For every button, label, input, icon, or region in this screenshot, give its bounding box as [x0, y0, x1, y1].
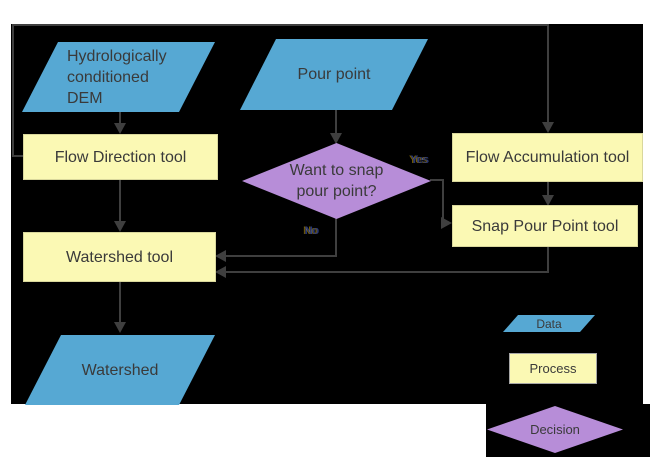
connector-no-seg1 [335, 217, 337, 257]
arrowhead-no-into-watershedtool [215, 250, 226, 262]
node-flow-accumulation-label: Flow Accumulation tool [465, 149, 630, 166]
node-snap-pour-point-tool: Snap Pour Point tool [452, 205, 638, 247]
connector-flowdir-to-flowaccum-left [12, 24, 14, 157]
arrowhead-into-flowdir [114, 123, 126, 134]
node-dem: Hydrologically conditioned DEM [22, 42, 215, 112]
legend-decision-label: Decision [530, 422, 580, 437]
arrowhead-into-flowaccum [542, 122, 554, 133]
arrowhead-into-watershed [114, 322, 126, 333]
node-pour-point: Pour point [240, 39, 428, 110]
connector-flowdir-to-flowaccum-top [12, 24, 549, 26]
connector-flowdir-to-flowaccum-drop [547, 26, 549, 122]
connector-flowdir-to-watershedtool [119, 180, 121, 221]
edge-label-no: No [304, 225, 319, 237]
edge-label-yes: Yes [410, 154, 428, 166]
arrowhead-into-decision [330, 133, 342, 144]
connector-no-seg2 [226, 255, 337, 257]
node-watershed-tool-label: Watershed tool [65, 248, 173, 266]
node-flow-direction-tool: Flow Direction tool [23, 134, 218, 180]
connector-flowdir-to-flowaccum-stub [12, 155, 23, 157]
legend-process-label: Process [529, 361, 577, 376]
connector-watershedtool-to-watershed [119, 282, 121, 323]
node-watershed-tool: Watershed tool [23, 232, 216, 282]
node-watershed-label: Watershed [81, 361, 159, 379]
connector-yes-seg2 [442, 179, 444, 224]
arrowhead-snap-into-watershedtool [215, 266, 226, 278]
connector-snap-to-watershedtool-run [226, 271, 549, 273]
legend-data-shape: Data [503, 315, 595, 332]
node-pour-point-label: Pour point [297, 66, 371, 83]
legend-process-shape: Process [509, 353, 597, 384]
connector-flowaccum-to-snap [547, 182, 549, 196]
node-flow-accumulation-tool: Flow Accumulation tool [452, 133, 643, 182]
legend-data-label: Data [536, 316, 562, 331]
arrowhead-into-snap-top [542, 195, 554, 206]
node-watershed: Watershed [25, 335, 215, 405]
node-snap-pour-point-label: Snap Pour Point tool [471, 217, 619, 235]
connector-pourpoint-to-decision [335, 110, 337, 134]
connector-dem-to-flowdir [119, 112, 121, 123]
connector-yes-seg1 [430, 179, 444, 181]
connector-snap-to-watershedtool-drop [547, 247, 549, 273]
node-flow-direction-label: Flow Direction tool [54, 148, 187, 166]
node-dem-label: Hydrologically conditioned DEM [67, 47, 167, 107]
arrowhead-into-watershedtool-top [114, 221, 126, 232]
arrowhead-into-snap-left [441, 217, 452, 229]
node-decision-label: Want to snap pour point? [289, 162, 384, 200]
